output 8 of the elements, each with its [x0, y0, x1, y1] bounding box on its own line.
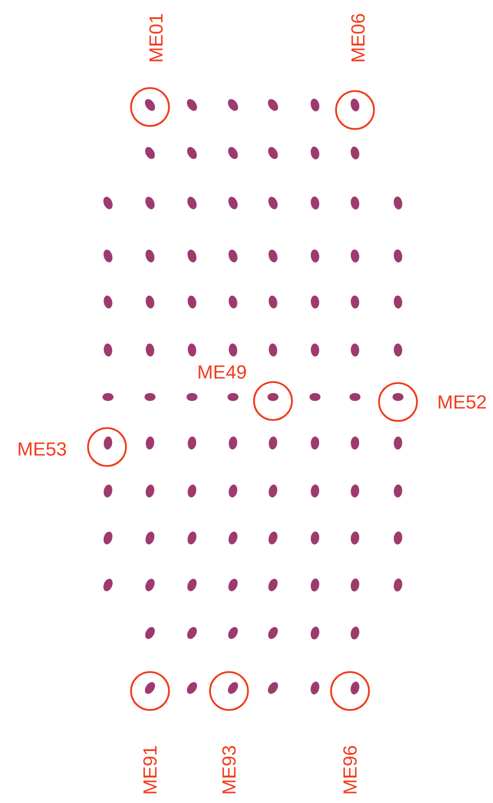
electrode-label: ME49	[198, 365, 246, 379]
electrode-label: ME06	[351, 14, 365, 62]
electrode-label: ME96	[343, 746, 357, 794]
electrode-label: ME01	[149, 14, 163, 62]
electrode-label: ME52	[438, 395, 486, 409]
electrode-label: ME91	[143, 746, 157, 794]
electrode-label: ME93	[222, 746, 236, 794]
electrode-label: ME53	[18, 442, 66, 456]
